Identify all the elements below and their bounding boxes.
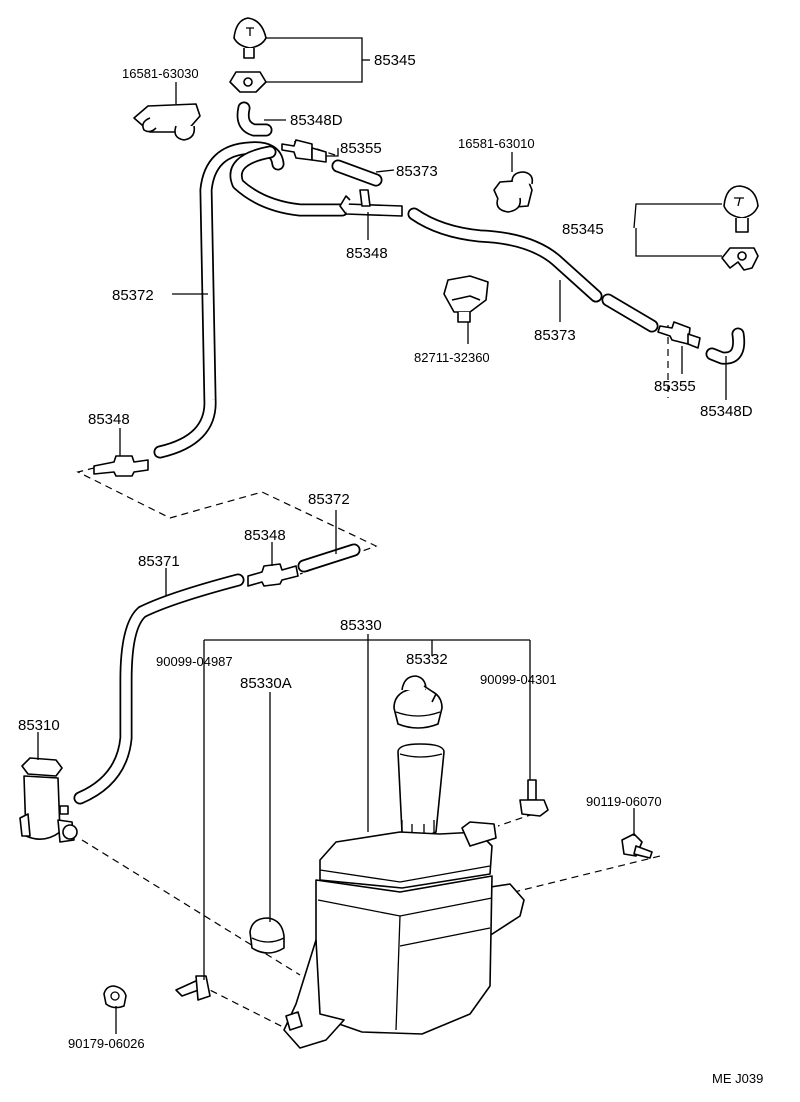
screw-left: [175, 975, 211, 1001]
joint-mid: [247, 563, 299, 587]
label-clip-left: 16581-63030: [122, 66, 199, 81]
label-hose-short-upper: 85373: [396, 163, 438, 180]
elbow-left: [236, 101, 273, 137]
label-check-valve-left: 85355: [340, 140, 382, 157]
label-joint-t: 85348: [346, 245, 388, 262]
label-screw-right: 90099-04301: [480, 672, 557, 687]
cap: [393, 675, 443, 729]
label-clip-right: 16581-63010: [458, 136, 535, 151]
label-grommet: 85330A: [240, 675, 292, 692]
label-joint-lower-left: 85348: [88, 411, 130, 428]
pump-motor: [19, 757, 78, 843]
joint-lower-left: [93, 455, 149, 477]
check-valve-left: [281, 139, 327, 163]
washer-tank: [283, 743, 525, 1049]
label-bolt: 90119-06070: [586, 794, 662, 809]
bolt: [621, 833, 653, 859]
connector: [443, 275, 489, 323]
label-nozzle-left: 85345: [374, 52, 416, 69]
hose-85371: [73, 573, 245, 805]
label-nozzle-right: 85345: [562, 221, 604, 238]
label-screw-left: 90099-04987: [156, 654, 233, 669]
grommet: [249, 917, 285, 954]
check-valve-right: [657, 321, 701, 349]
label-check-valve-right: 85355: [654, 378, 696, 395]
label-nut: 90179-06026: [68, 1036, 145, 1051]
tee-joint: [339, 189, 403, 217]
hoses: [73, 141, 659, 805]
elbow-right: [705, 327, 746, 365]
screw-right: [519, 779, 549, 817]
label-connector: 82711-32360: [414, 350, 490, 365]
nozzle-right: [721, 185, 759, 271]
figure-code: ME J039: [712, 1071, 763, 1086]
label-elbow-left: 85348D: [290, 112, 343, 129]
label-elbow-right: 85348D: [700, 403, 753, 420]
clip-left: [133, 103, 201, 141]
label-joint-mid: 85348: [244, 527, 286, 544]
label-hose-long-upper: 85372: [112, 287, 154, 304]
label-hose-pump: 85371: [138, 553, 180, 570]
label-pump-motor: 85310: [18, 717, 60, 734]
label-cap: 85332: [406, 651, 448, 668]
nozzle-left: [229, 17, 267, 93]
nut: [103, 985, 127, 1009]
leader-lines: [37, 37, 727, 1034]
callout-labels: 85345 16581-63030 85348D 85355 85373 165…: [18, 52, 763, 1086]
clip-right: [493, 171, 534, 213]
label-hose-right: 85373: [534, 327, 576, 344]
label-hose-mid: 85372: [308, 491, 350, 508]
label-tank-assembly: 85330: [340, 617, 382, 634]
